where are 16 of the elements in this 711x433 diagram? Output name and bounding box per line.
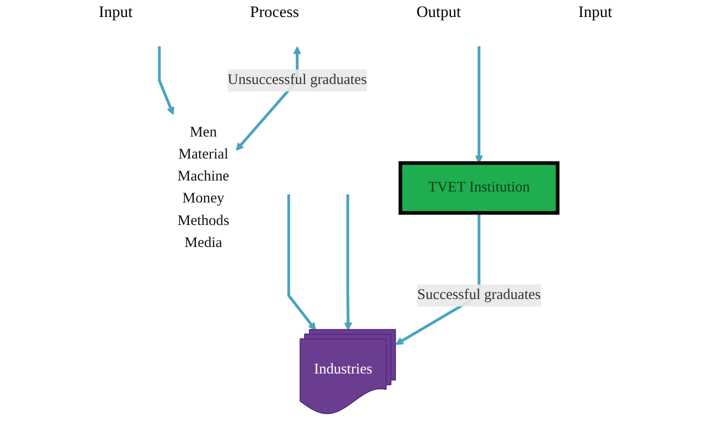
node-label: Men <box>190 124 218 140</box>
node-label: Media <box>184 235 222 251</box>
node-label: Money <box>182 190 224 206</box>
stage-label: Process <box>250 4 299 22</box>
node-label: Material <box>178 146 229 162</box>
stage-label: Output <box>416 4 461 22</box>
arrow <box>158 46 175 115</box>
arrow <box>475 46 484 164</box>
arrow <box>288 194 316 330</box>
arrow <box>344 194 352 330</box>
node-label: Machine <box>178 168 230 184</box>
stage-label: Input <box>578 4 612 22</box>
node-label: Methods <box>178 212 230 229</box>
stage-label: Input <box>98 4 133 22</box>
document-stack: Industries <box>300 329 396 414</box>
process-box: TVET Institution <box>398 161 560 215</box>
